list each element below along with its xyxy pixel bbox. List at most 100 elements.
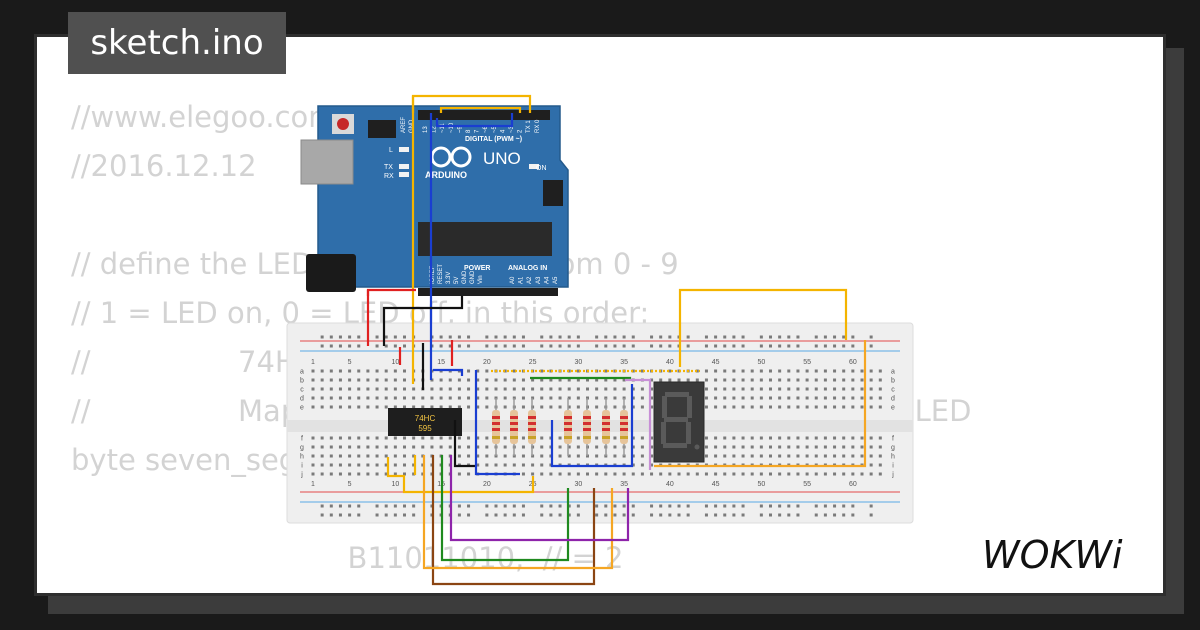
- breadboard-hole: [750, 454, 754, 458]
- resistor[interactable]: [564, 398, 572, 456]
- breadboard-hole: [476, 369, 480, 373]
- column-number-bottom: 40: [666, 481, 674, 488]
- breadboard-hole: [338, 378, 342, 382]
- rail-hole: [467, 344, 471, 348]
- rail-hole: [723, 513, 727, 517]
- breadboard-hole: [439, 396, 443, 400]
- breadboard-hole: [787, 378, 791, 382]
- breadboard-hole: [320, 472, 324, 476]
- breadboard-hole: [650, 378, 654, 382]
- breadboard-hole: [430, 387, 434, 391]
- sketch-file-name[interactable]: sketch.ino: [68, 12, 286, 74]
- rail-hole: [357, 513, 361, 517]
- breadboard-hole: [631, 454, 635, 458]
- breadboard-hole: [485, 463, 489, 467]
- breadboard-hole: [366, 454, 370, 458]
- breadboard-hole: [567, 445, 571, 449]
- arduino-uno[interactable]: UNO ARDUINO DIGITAL (PWM ~) POWER ANALOG…: [300, 105, 569, 296]
- digital-header: [418, 110, 550, 120]
- rail-hole: [457, 513, 461, 517]
- rail-hole: [659, 335, 663, 339]
- wires[interactable]: [366, 94, 867, 586]
- breadboard-hole: [741, 445, 745, 449]
- breadboard-hole: [686, 472, 690, 476]
- breadboard-hole: [348, 396, 352, 400]
- wire-yellow-top-short: [439, 106, 522, 113]
- breadboard-hole: [338, 445, 342, 449]
- breadboard-hole: [338, 369, 342, 373]
- breadboard-hole: [439, 436, 443, 440]
- resistor[interactable]: [620, 398, 628, 456]
- resistor[interactable]: [492, 398, 500, 456]
- breadboard-hole: [823, 387, 827, 391]
- breadboard-hole: [860, 436, 864, 440]
- breadboard-hole: [512, 463, 516, 467]
- resistor[interactable]: [528, 398, 536, 456]
- breadboard-hole: [650, 396, 654, 400]
- rail-hole: [778, 504, 782, 508]
- seven-segment-display[interactable]: [653, 381, 705, 463]
- rail-hole: [512, 344, 516, 348]
- breadboard-hole: [576, 436, 580, 440]
- breadboard-hole: [833, 405, 837, 409]
- breadboard-hole: [814, 378, 818, 382]
- column-number-top: 20: [483, 359, 491, 366]
- breadboard-hole: [650, 463, 654, 467]
- breadboard-hole: [448, 445, 452, 449]
- resistors[interactable]: [492, 398, 628, 456]
- breadboard-hole: [457, 396, 461, 400]
- breadboard-hole: [759, 378, 763, 382]
- breadboard-hole: [860, 396, 864, 400]
- rail-hole: [741, 504, 745, 508]
- breadboard-hole: [430, 396, 434, 400]
- shift-register-74hc595[interactable]: 74HC 595: [388, 408, 462, 436]
- resistor-band: [564, 416, 572, 419]
- breadboard-hole: [412, 405, 416, 409]
- resistor-band: [528, 416, 536, 419]
- rail-hole: [549, 335, 553, 339]
- reset-button[interactable]: [337, 118, 349, 130]
- breadboard-hole: [512, 387, 516, 391]
- resistor-band: [620, 416, 628, 419]
- breadboard-hole: [842, 396, 846, 400]
- breadboard-hole: [650, 387, 654, 391]
- rail-hole: [668, 504, 672, 508]
- rail-hole: [403, 504, 406, 508]
- breadboard-hole: [576, 396, 580, 400]
- breadboard-hole: [338, 472, 342, 476]
- breadboard-hole: [567, 387, 571, 391]
- breadboard-hole: [833, 445, 837, 449]
- breadboard-hole: [595, 387, 599, 391]
- rail-hole: [467, 335, 471, 339]
- resistor[interactable]: [583, 398, 591, 456]
- breadboard-hole: [576, 454, 580, 458]
- breadboard-hole: [778, 445, 782, 449]
- breadboard-hole: [448, 436, 452, 440]
- breadboard-hole: [311, 463, 315, 467]
- breadboard-hole: [613, 472, 617, 476]
- resistor[interactable]: [510, 398, 518, 456]
- rail-hole: [842, 513, 846, 517]
- breadboard-hole: [329, 405, 333, 409]
- breadboard-hole: [357, 378, 361, 382]
- breadboard-hole: [851, 445, 855, 449]
- rail-hole: [723, 504, 727, 508]
- breadboard-hole: [586, 472, 589, 476]
- breadboard-hole: [384, 463, 388, 467]
- rail-hole: [778, 513, 782, 517]
- breadboard-hole: [384, 454, 388, 458]
- breadboard-hole: [476, 445, 480, 449]
- breadboard-hole: [842, 378, 846, 382]
- breadboard-hole: [467, 396, 471, 400]
- breadboard-hole: [796, 405, 800, 409]
- breadboard-hole: [485, 396, 489, 400]
- breadboard-hole: [320, 378, 324, 382]
- breadboard-hole: [348, 445, 352, 449]
- breadboard-hole: [366, 405, 370, 409]
- breadboard-hole: [851, 472, 855, 476]
- breadboard-hole: [750, 472, 754, 476]
- breadboard-hole: [393, 445, 397, 449]
- resistor[interactable]: [602, 398, 610, 456]
- breadboard-hole: [531, 472, 535, 476]
